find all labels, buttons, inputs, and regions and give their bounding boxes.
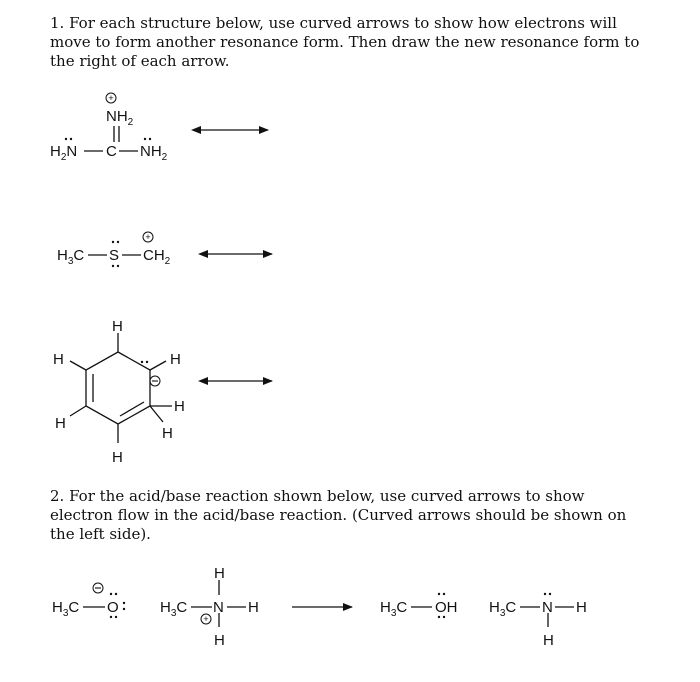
svg-text:OH: OH xyxy=(435,599,458,616)
svg-text:H3C: H3C xyxy=(160,599,187,619)
svg-text:N: N xyxy=(213,599,224,616)
svg-text:H: H xyxy=(53,351,64,368)
svg-text:+: + xyxy=(108,93,113,103)
svg-text:H: H xyxy=(248,599,259,616)
svg-text:H: H xyxy=(174,398,185,415)
product-methanol: H3C OH xyxy=(380,592,458,619)
svg-text:H: H xyxy=(214,632,225,649)
question-2-text: 2. For the acid/base reaction shown belo… xyxy=(50,487,627,543)
svg-text:H3C: H3C xyxy=(380,599,407,619)
svg-text:CH2: CH2 xyxy=(143,247,171,267)
svg-text:H: H xyxy=(170,351,181,368)
svg-text:H3C: H3C xyxy=(52,599,79,619)
question-1-text: 1. For each structure below, use curved … xyxy=(50,14,640,70)
svg-text:N: N xyxy=(542,599,553,616)
svg-text:H3C: H3C xyxy=(489,599,516,619)
reactant-methoxide: H3C O xyxy=(52,582,126,619)
svg-text:H3C: H3C xyxy=(57,247,84,267)
reactant-methylammonium: H3C N + H H H xyxy=(160,565,259,649)
svg-text:+: + xyxy=(145,232,150,242)
svg-text:H: H xyxy=(162,425,173,442)
svg-text:H: H xyxy=(214,565,225,582)
svg-text:S: S xyxy=(109,247,119,264)
svg-text:+: + xyxy=(203,614,208,624)
svg-text:H2N: H2N xyxy=(50,143,77,163)
structure-2-sulfonium-ylide: + H3C S CH2 xyxy=(57,231,171,268)
structure-3-ring-anion: H H H H H H H xyxy=(53,318,185,466)
svg-text:O: O xyxy=(107,599,119,616)
structure-1-guanidinium: + NH2 H2N C NH2 xyxy=(50,92,168,163)
svg-text:NH2: NH2 xyxy=(140,143,168,163)
svg-text:H: H xyxy=(112,318,123,335)
svg-text:H: H xyxy=(112,449,123,466)
svg-text:NH2: NH2 xyxy=(106,108,134,128)
svg-text:H: H xyxy=(55,415,66,432)
svg-text:H: H xyxy=(576,599,587,616)
product-methylamine: H3C N H H xyxy=(489,592,587,649)
svg-text:C: C xyxy=(106,143,117,160)
svg-text:H: H xyxy=(543,632,554,649)
